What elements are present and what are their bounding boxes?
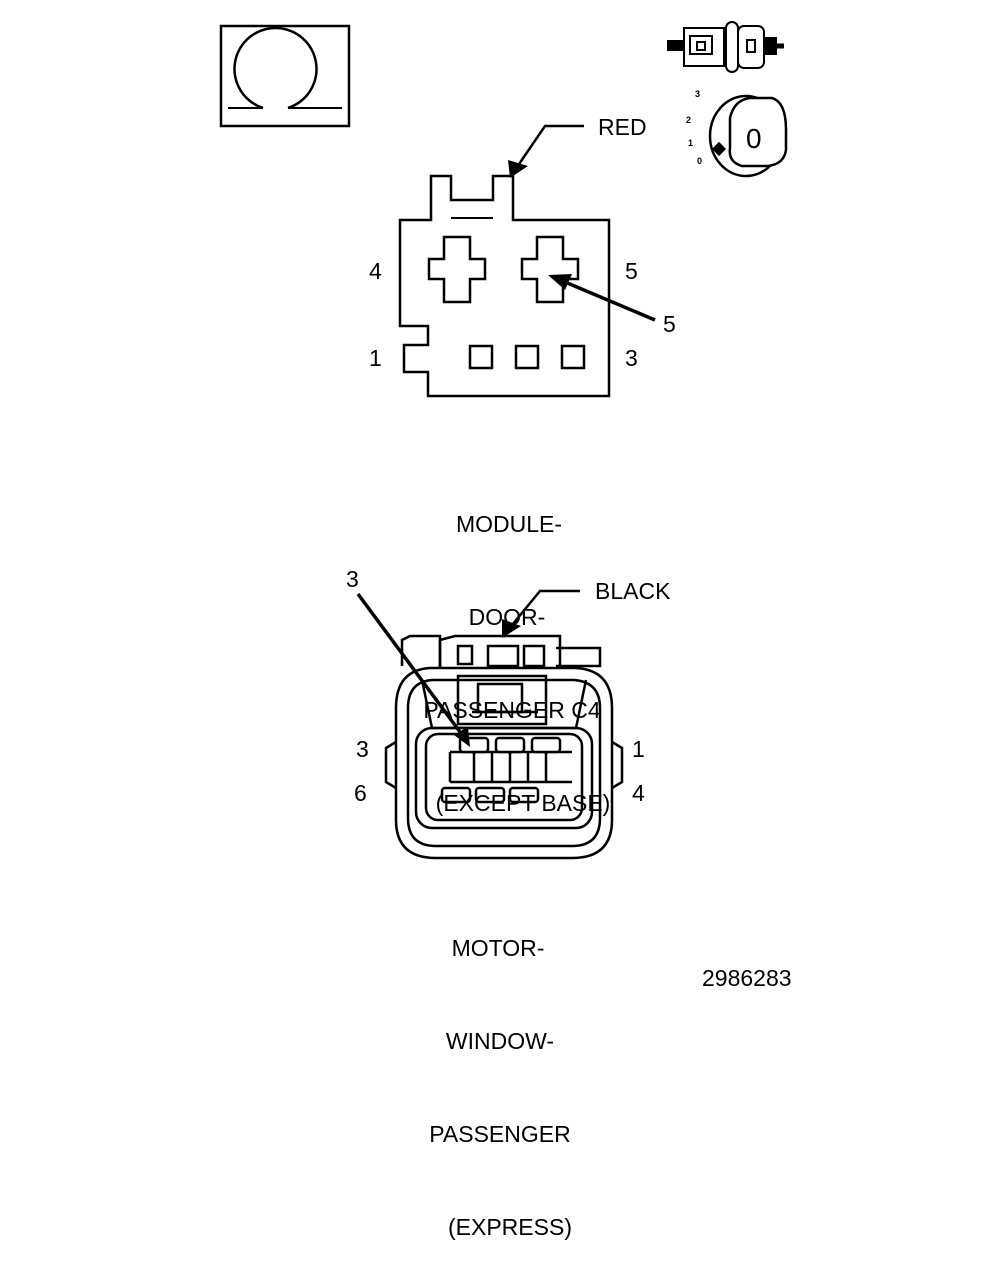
motor-terminal xyxy=(474,786,506,804)
motor-pin-label-1: 1 xyxy=(632,736,645,762)
motor-terminal xyxy=(530,736,562,754)
diagram-canvas: 3 2 1 0 0 RED 4 5 1 3 5 BLACK xyxy=(219,21,792,991)
motor-pin-label-4: 4 xyxy=(632,780,645,806)
key-label: 0 xyxy=(746,123,762,154)
c4-cavity-small xyxy=(468,344,494,370)
motor-pin-label-6: 6 xyxy=(354,780,367,806)
motor-callout-number: 3 xyxy=(346,566,359,592)
motor-caption-line: MOTOR- xyxy=(451,935,545,961)
key-position-0: 0 xyxy=(697,156,702,166)
motor-caption-line: WINDOW- xyxy=(445,1028,555,1054)
c4-cavity-5 xyxy=(520,235,580,304)
figure-number: 2986283 xyxy=(702,965,792,991)
c4-cavity-small xyxy=(514,344,540,370)
key-position-1: 1 xyxy=(688,138,693,148)
c4-pin-label-4: 4 xyxy=(369,258,382,284)
motor-caption-line: (EXPRESS) xyxy=(448,1214,572,1240)
key-position-3: 3 xyxy=(695,89,700,99)
c4-caption-line: PASSENGER C4 xyxy=(423,697,601,723)
connector-c4 xyxy=(398,174,611,398)
c4-callout-number: 5 xyxy=(663,311,676,337)
c4-pin-label-1: 1 xyxy=(369,345,382,371)
red-leader-line xyxy=(508,124,584,178)
c4-caption-line: MODULE- xyxy=(455,511,563,537)
motor-terminal xyxy=(508,786,540,804)
motor-caption-line: PASSENGER xyxy=(429,1121,571,1147)
c4-pin-label-5: 5 xyxy=(625,258,638,284)
motor-pin-label-3: 3 xyxy=(356,736,369,762)
c4-caption-line: DOOR- xyxy=(468,604,546,630)
black-leader-line xyxy=(502,589,580,638)
motor-callout-arrow xyxy=(356,592,470,747)
key-position-2: 2 xyxy=(686,115,691,125)
motor-caption: MOTOR- WINDOW- PASSENGER (EXPRESS) xyxy=(346,871,654,1274)
c4-callout-arrow xyxy=(548,274,656,322)
motor-terminal xyxy=(440,786,472,804)
motor-color-label: BLACK xyxy=(595,578,671,604)
c4-caption-line: (EXCEPT BASE) xyxy=(435,790,611,816)
c4-cavity-4 xyxy=(427,235,487,304)
ignition-key-icon: 3 2 1 0 0 xyxy=(686,89,788,178)
c4-pin-label-3: 3 xyxy=(625,345,638,371)
c4-cavity-small xyxy=(560,344,586,370)
connector-pair-icon xyxy=(667,21,784,73)
motor-terminal xyxy=(494,736,526,754)
omega-symbol-icon xyxy=(219,24,351,128)
c4-color-label: RED xyxy=(598,114,647,140)
c4-caption: MODULE- DOOR- PASSENGER C4 (EXCEPT BASE) xyxy=(360,447,664,850)
